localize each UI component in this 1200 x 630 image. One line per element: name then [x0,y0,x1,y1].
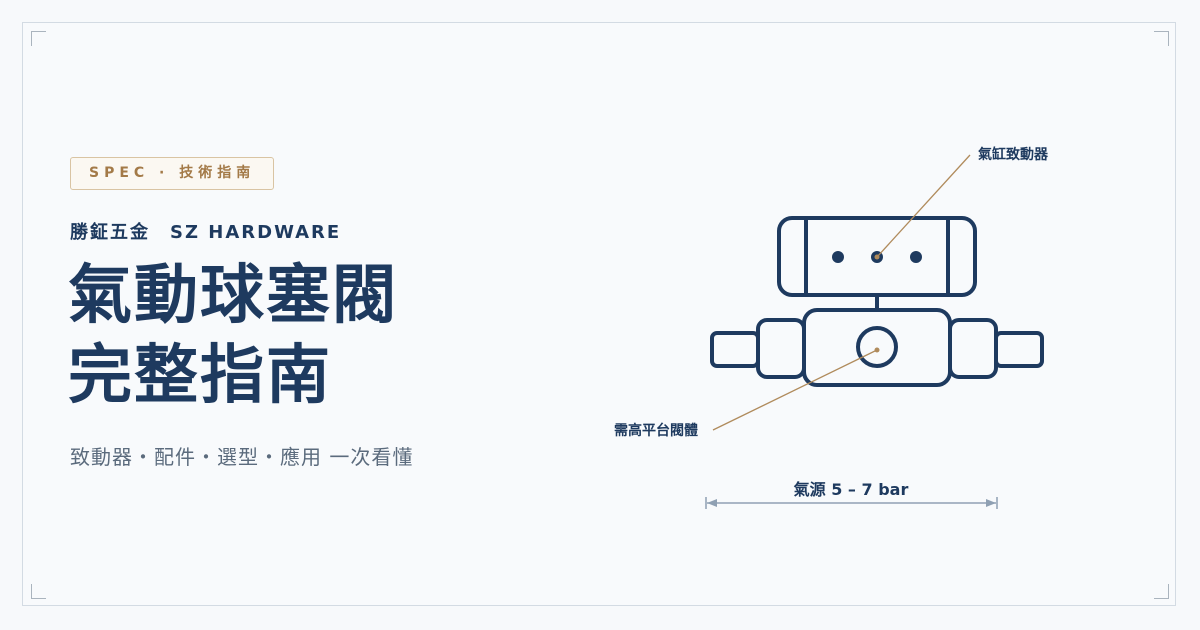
corner-mark-bottom-right [1154,584,1169,599]
valve-ball-port [856,326,898,368]
page-title-line-2: 完整指南 [68,338,332,413]
valve-pipe-left [710,331,760,368]
actuator-dot-right [910,251,922,263]
valve-body-illustration [710,308,1044,387]
page-title-line-1: 氣動球塞閥 [68,258,398,333]
brand-name: 勝鉦五金 SZ HARDWARE [70,222,342,243]
valve-flange-left [756,318,806,379]
actuator-dot-left [832,251,844,263]
actuator-label: 氣缸致動器 [978,146,1049,163]
corner-mark-bottom-left [31,584,46,599]
corner-mark-top-left [31,31,46,46]
valve-flange-right [948,318,998,379]
dimension-arrow-left [707,499,717,507]
page-frame [22,22,1176,606]
page-subtitle: 致動器・配件・選型・應用 一次看懂 [70,445,414,469]
spec-badge: SPEC · 技術指南 [70,157,275,190]
dimension-arrow-right [986,499,996,507]
valve-label: 需高平台閥體 [614,422,698,439]
pressure-dimension-line [705,497,998,509]
pressure-label: 氣源 5 – 7 bar [794,480,909,499]
valve-diagram: 氣缸致動器 需高平台閥體 氣源 5 – 7 bar [614,146,1049,509]
corner-mark-top-right [1154,31,1169,46]
valve-pipe-right [994,331,1044,368]
valve-leader-line [712,349,878,431]
actuator-leader-line [876,154,971,258]
page-title: 氣動球塞閥 完整指南 [68,256,398,416]
